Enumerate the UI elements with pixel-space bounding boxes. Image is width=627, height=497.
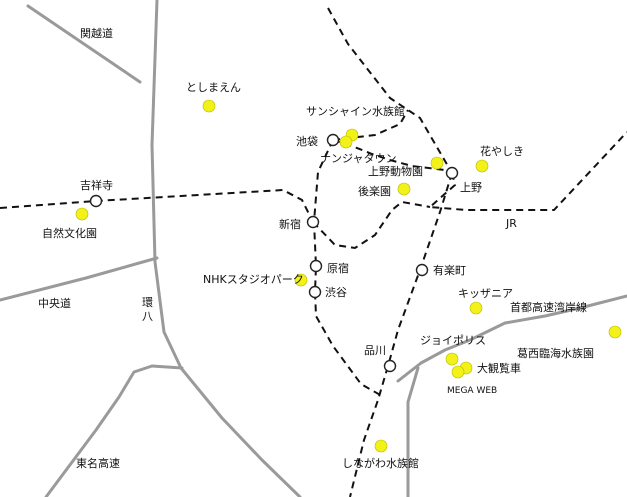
station-shibuya[interactable] xyxy=(308,285,322,299)
station-yurakucho[interactable] xyxy=(415,263,429,277)
station-layer xyxy=(89,133,459,373)
spot-label-hanayashiki: 花やしき xyxy=(480,145,524,158)
station-label-shibuya: 渋谷 xyxy=(325,286,347,299)
spot-label-mega-web: MEGA WEB xyxy=(447,386,497,396)
road-kanetsu xyxy=(26,4,142,84)
station-shinagawa[interactable] xyxy=(383,359,397,373)
road-label-tomei: 東名高速 xyxy=(76,456,120,470)
rail-chuo-line xyxy=(0,188,314,223)
road-shuto-wangan xyxy=(396,294,627,383)
station-ikebukuro[interactable] xyxy=(326,133,340,147)
road-label-kanpachi-1: 環 xyxy=(142,296,153,309)
rail-saikyo xyxy=(327,7,453,174)
road-label-chuo: 中央道 xyxy=(38,296,71,310)
station-label-ueno: 上野 xyxy=(460,181,482,194)
station-kichijoji[interactable] xyxy=(89,194,103,208)
rail-ueno-shinagawa xyxy=(349,172,453,497)
spot-hanayashiki[interactable] xyxy=(475,159,489,173)
station-shinjuku[interactable] xyxy=(306,215,320,229)
spot-label-toshimaen: としまえん xyxy=(186,81,241,94)
spot-nhk-studio-park[interactable] xyxy=(294,273,308,287)
spot-label-daikanransha: 大観覧車 xyxy=(477,361,521,375)
station-label-kichijoji: 吉祥寺 xyxy=(80,178,113,192)
station-label-shinagawa: 品川 xyxy=(364,344,386,357)
station-label-ikebukuro: 池袋 xyxy=(296,134,318,148)
rail-ikebukuro-north xyxy=(332,109,409,141)
road-label-kanpachi-2: 八 xyxy=(142,310,153,323)
spot-label-joypolis: ジョイポリス xyxy=(420,334,486,347)
rail-jr-east xyxy=(427,131,627,211)
spot-label-korakuen: 後楽園 xyxy=(358,184,391,198)
spot-label-sunshine-aquarium: サンシャイン水族館 xyxy=(306,104,405,118)
road-label-kanetsu: 関越道 xyxy=(80,26,113,40)
spot-kasai-aquarium[interactable] xyxy=(608,325,622,339)
rail-sobu-loop xyxy=(312,200,431,250)
spot-namjatown[interactable] xyxy=(339,135,353,149)
road-chuo xyxy=(0,256,159,302)
station-label-harajuku: 原宿 xyxy=(327,261,349,275)
road-kanpachi xyxy=(150,0,302,497)
road-labels: 関越道 中央道 環 八 東名高速 首都高速湾岸線 JR xyxy=(38,26,587,470)
spot-label-namjatown: ナンジャタウン xyxy=(320,152,396,165)
rail-yamanote-west xyxy=(312,139,383,397)
road-wangan-branch xyxy=(406,366,420,497)
spot-label-kasai-aquarium: 葛西臨海水族園 xyxy=(517,346,594,360)
spot-joypolis[interactable] xyxy=(445,352,459,366)
road-tomei xyxy=(44,364,184,497)
spot-label-shinagawa-aquarium: しながわ水族館 xyxy=(342,456,419,470)
spot-korakuen[interactable] xyxy=(397,182,411,196)
station-ueno[interactable] xyxy=(445,166,459,180)
station-label-yurakucho: 有楽町 xyxy=(433,263,466,277)
spot-shinagawa-aquarium[interactable] xyxy=(374,439,388,453)
rail-ikebukuro-ueno xyxy=(332,139,453,174)
spot-labels: としまえん サンシャイン水族館 ナンジャタウン 上野動物園 花やしき 後楽園 自… xyxy=(42,81,594,470)
spot-kidzania[interactable] xyxy=(469,301,483,315)
spot-layer xyxy=(75,99,622,453)
road-label-jr: JR xyxy=(505,217,517,230)
spot-toshimaen[interactable] xyxy=(202,99,216,113)
spot-label-nhk-studio-park: NHKスタジオパーク xyxy=(203,273,304,286)
spot-ueno-zoo[interactable] xyxy=(430,156,444,170)
station-labels: 吉祥寺 池袋 新宿 原宿 渋谷 上野 有楽町 品川 xyxy=(80,134,482,357)
spot-label-ueno-zoo: 上野動物園 xyxy=(368,164,423,178)
road-label-shuto-wangan: 首都高速湾岸線 xyxy=(510,300,587,314)
spot-label-kidzania: キッザニア xyxy=(458,287,513,300)
rail-layer xyxy=(0,7,627,497)
station-harajuku[interactable] xyxy=(309,259,323,273)
spot-label-shizen-bunkaen: 自然文化園 xyxy=(42,226,97,240)
spot-shizen-bunkaen[interactable] xyxy=(75,207,89,221)
spot-mega-web[interactable] xyxy=(451,365,465,379)
station-label-shinjuku: 新宿 xyxy=(279,217,301,231)
